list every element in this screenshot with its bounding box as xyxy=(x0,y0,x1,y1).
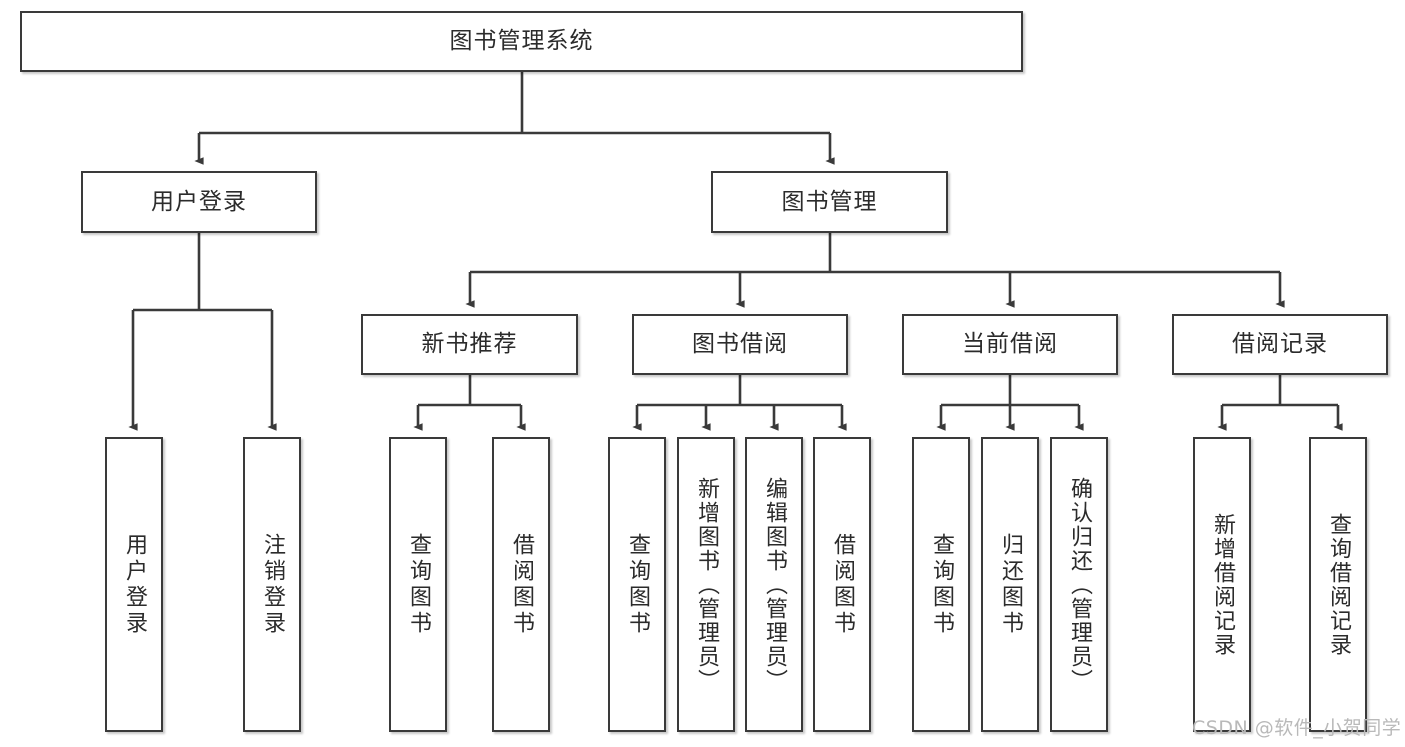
node-leaf-add-record-label: 新增借阅记录 xyxy=(1210,512,1235,657)
node-leaf-user-login[interactable]: 用户登录 xyxy=(105,437,163,732)
node-new-book-recommend[interactable]: 新书推荐 xyxy=(361,314,578,375)
node-book-management[interactable]: 图书管理 xyxy=(711,171,948,233)
node-borrow-record[interactable]: 借阅记录 xyxy=(1172,314,1388,375)
node-current-borrow-label: 当前借阅 xyxy=(962,331,1058,358)
node-leaf-user-logout[interactable]: 注销登录 xyxy=(243,437,301,732)
node-leaf-return-book-label: 归还图书 xyxy=(998,532,1023,637)
node-leaf-query-book-1[interactable]: 查询图书 xyxy=(389,437,447,732)
node-leaf-confirm-return-label: 确认归还（管理员） xyxy=(1067,476,1092,693)
node-leaf-user-logout-label: 注销登录 xyxy=(260,532,285,637)
node-leaf-query-book-3[interactable]: 查询图书 xyxy=(912,437,970,732)
node-leaf-borrow-book-2-label: 借阅图书 xyxy=(830,532,855,637)
node-leaf-return-book[interactable]: 归还图书 xyxy=(981,437,1039,732)
node-leaf-add-book[interactable]: 新增图书（管理员） xyxy=(677,437,735,732)
node-root[interactable]: 图书管理系统 xyxy=(20,11,1023,72)
node-book-borrow[interactable]: 图书借阅 xyxy=(632,314,848,375)
node-leaf-add-book-label: 新增图书（管理员） xyxy=(694,476,719,693)
node-book-borrow-label: 图书借阅 xyxy=(692,331,788,358)
node-leaf-user-login-label: 用户登录 xyxy=(122,532,147,637)
node-leaf-query-book-3-label: 查询图书 xyxy=(929,532,954,637)
node-user-login-label: 用户登录 xyxy=(151,188,247,215)
node-current-borrow[interactable]: 当前借阅 xyxy=(902,314,1118,375)
node-leaf-query-book-2[interactable]: 查询图书 xyxy=(608,437,666,732)
node-user-login[interactable]: 用户登录 xyxy=(81,171,317,233)
node-leaf-query-book-1-label: 查询图书 xyxy=(406,532,431,637)
node-leaf-borrow-book-1-label: 借阅图书 xyxy=(509,532,534,637)
node-leaf-query-record[interactable]: 查询借阅记录 xyxy=(1309,437,1367,732)
node-leaf-borrow-book-1[interactable]: 借阅图书 xyxy=(492,437,550,732)
node-leaf-borrow-book-2[interactable]: 借阅图书 xyxy=(813,437,871,732)
node-leaf-query-record-label: 查询借阅记录 xyxy=(1326,512,1351,657)
node-leaf-edit-book[interactable]: 编辑图书（管理员） xyxy=(745,437,803,732)
node-leaf-edit-book-label: 编辑图书（管理员） xyxy=(762,476,787,693)
node-leaf-add-record[interactable]: 新增借阅记录 xyxy=(1193,437,1251,732)
node-book-management-label: 图书管理 xyxy=(781,188,878,215)
node-leaf-query-book-2-label: 查询图书 xyxy=(625,532,650,637)
node-new-book-recommend-label: 新书推荐 xyxy=(421,331,518,358)
csdn-watermark: CSDN @软件_小贺同学 xyxy=(1192,717,1402,739)
node-root-label: 图书管理系统 xyxy=(449,28,594,55)
node-leaf-confirm-return[interactable]: 确认归还（管理员） xyxy=(1050,437,1108,732)
node-borrow-record-label: 借阅记录 xyxy=(1232,331,1328,358)
